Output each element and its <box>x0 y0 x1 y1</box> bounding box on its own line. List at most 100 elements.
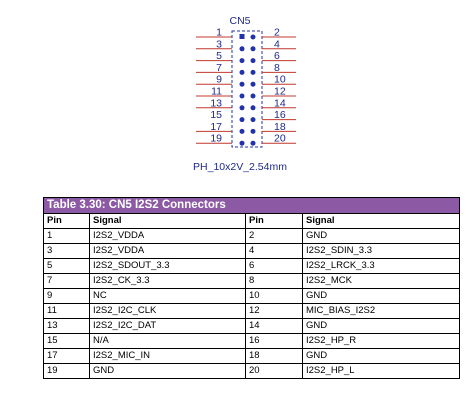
pin-even-cell: 10 <box>245 288 303 304</box>
pin-odd-cell: 1 <box>43 228 90 244</box>
signal-odd-cell: N/A <box>89 333 246 349</box>
signal-even-cell: GND <box>301 318 461 334</box>
pin-number-left: 5 <box>216 50 222 62</box>
pin-table: Table 3.30: CN5 I2S2 Connectors Pin Sign… <box>42 197 461 379</box>
connector-ref-label: CN5 <box>229 15 250 27</box>
pin-number-right: 10 <box>274 74 286 86</box>
pin-number-right: 2 <box>274 27 280 39</box>
pin-contact-dot <box>250 69 256 75</box>
header-signal-even: Signal <box>301 213 461 229</box>
pin-odd-cell: 13 <box>43 318 90 334</box>
signal-even-cell: I2S2_MCK <box>301 273 461 289</box>
pin-odd-cell: 9 <box>43 288 90 304</box>
pin-contact-dot <box>250 81 256 87</box>
pin-odd-cell: 3 <box>43 243 90 259</box>
signal-odd-cell: GND <box>89 363 246 379</box>
pin-number-left: 9 <box>216 74 222 86</box>
pin-even-cell: 4 <box>245 243 303 259</box>
signal-even-cell: I2S2_LRCK_3.3 <box>301 258 461 274</box>
table-caption-row: Table 3.30: CN5 I2S2 Connectors <box>42 197 461 214</box>
pin-contact-dot <box>239 105 245 111</box>
pin-even-cell: 8 <box>245 273 303 289</box>
pin-contact-dot <box>239 93 245 99</box>
signal-odd-cell: I2S2_CK_3.3 <box>89 273 246 289</box>
pin-odd-cell: 17 <box>43 348 90 364</box>
header-pin-even: Pin <box>245 213 303 229</box>
table-header-row: Pin Signal Pin Signal <box>43 213 461 229</box>
pin-odd-cell: 7 <box>43 273 90 289</box>
pin-contact-dot <box>239 46 245 52</box>
signal-odd-cell: I2S2_VDDA <box>89 228 246 244</box>
signal-even-cell: I2S2_HP_R <box>301 333 461 349</box>
pin-contact-dot <box>250 58 256 64</box>
pin-contact-dot <box>250 117 256 123</box>
pin-contact-dot <box>239 117 245 123</box>
pin-contact-dot <box>250 128 256 134</box>
pin-contact-dot <box>250 46 256 52</box>
pin-even-cell: 14 <box>245 318 303 334</box>
signal-even-cell: GND <box>301 288 461 304</box>
connector-footprint-label: PH_10x2V_2.54mm <box>193 161 287 173</box>
pin-contact-dot <box>239 128 245 134</box>
pin-even-cell: 16 <box>245 333 303 349</box>
pin-number-left: 15 <box>210 109 222 121</box>
pin-odd-cell: 15 <box>43 333 90 349</box>
pin-number-right: 18 <box>274 121 286 133</box>
pin-contact-dot <box>239 69 245 75</box>
pin-number-left: 19 <box>210 133 222 145</box>
pin-number-right: 14 <box>274 97 286 109</box>
pin-contact-dot <box>239 58 245 64</box>
pin-number-right: 4 <box>274 38 280 50</box>
pin-odd-cell: 19 <box>43 363 90 379</box>
pin-number-left: 7 <box>216 62 222 74</box>
pin-number-right: 12 <box>274 86 286 98</box>
connector-body <box>231 30 263 148</box>
signal-even-cell: GND <box>301 228 461 244</box>
pin-even-cell: 20 <box>245 363 303 379</box>
pin-contact-dot <box>250 93 256 99</box>
pin-number-right: 6 <box>274 50 280 62</box>
table-caption: Table 3.30: CN5 I2S2 Connectors <box>42 197 461 214</box>
pin-number-right: 8 <box>274 62 280 74</box>
pin-even-cell: 18 <box>245 348 303 364</box>
pin-number-right: 20 <box>274 133 286 145</box>
header-pin-odd: Pin <box>43 213 90 229</box>
signal-even-cell: GND <box>301 348 461 364</box>
pin-number-right: 16 <box>274 109 286 121</box>
pin-even-cell: 12 <box>245 303 303 319</box>
signal-even-cell: I2S2_HP_L <box>301 363 461 379</box>
signal-odd-cell: NC <box>89 288 246 304</box>
pin1-square-pad <box>239 34 245 39</box>
pin-number-left: 13 <box>210 97 222 109</box>
pin-number-left: 17 <box>210 121 222 133</box>
pin-contact-dot <box>250 140 256 146</box>
pin-number-left: 3 <box>216 38 222 50</box>
pin-contact-dot <box>239 140 245 146</box>
signal-odd-cell: I2S2_SDOUT_3.3 <box>89 258 246 274</box>
signal-even-cell: I2S2_SDIN_3.3 <box>301 243 461 259</box>
signal-odd-cell: I2S2_I2C_CLK <box>89 303 246 319</box>
pin-contact-dot <box>239 81 245 87</box>
pin-odd-cell: 5 <box>43 258 90 274</box>
pin-number-left: 1 <box>216 27 222 39</box>
header-signal-odd: Signal <box>89 213 246 229</box>
pin-even-cell: 2 <box>245 228 303 244</box>
pin-contact-dot <box>250 34 256 40</box>
pin-odd-cell: 11 <box>43 303 90 319</box>
pin-contact-dot <box>250 105 256 111</box>
signal-even-cell: MIC_BIAS_I2S2 <box>301 303 461 319</box>
signal-odd-cell: I2S2_VDDA <box>89 243 246 259</box>
